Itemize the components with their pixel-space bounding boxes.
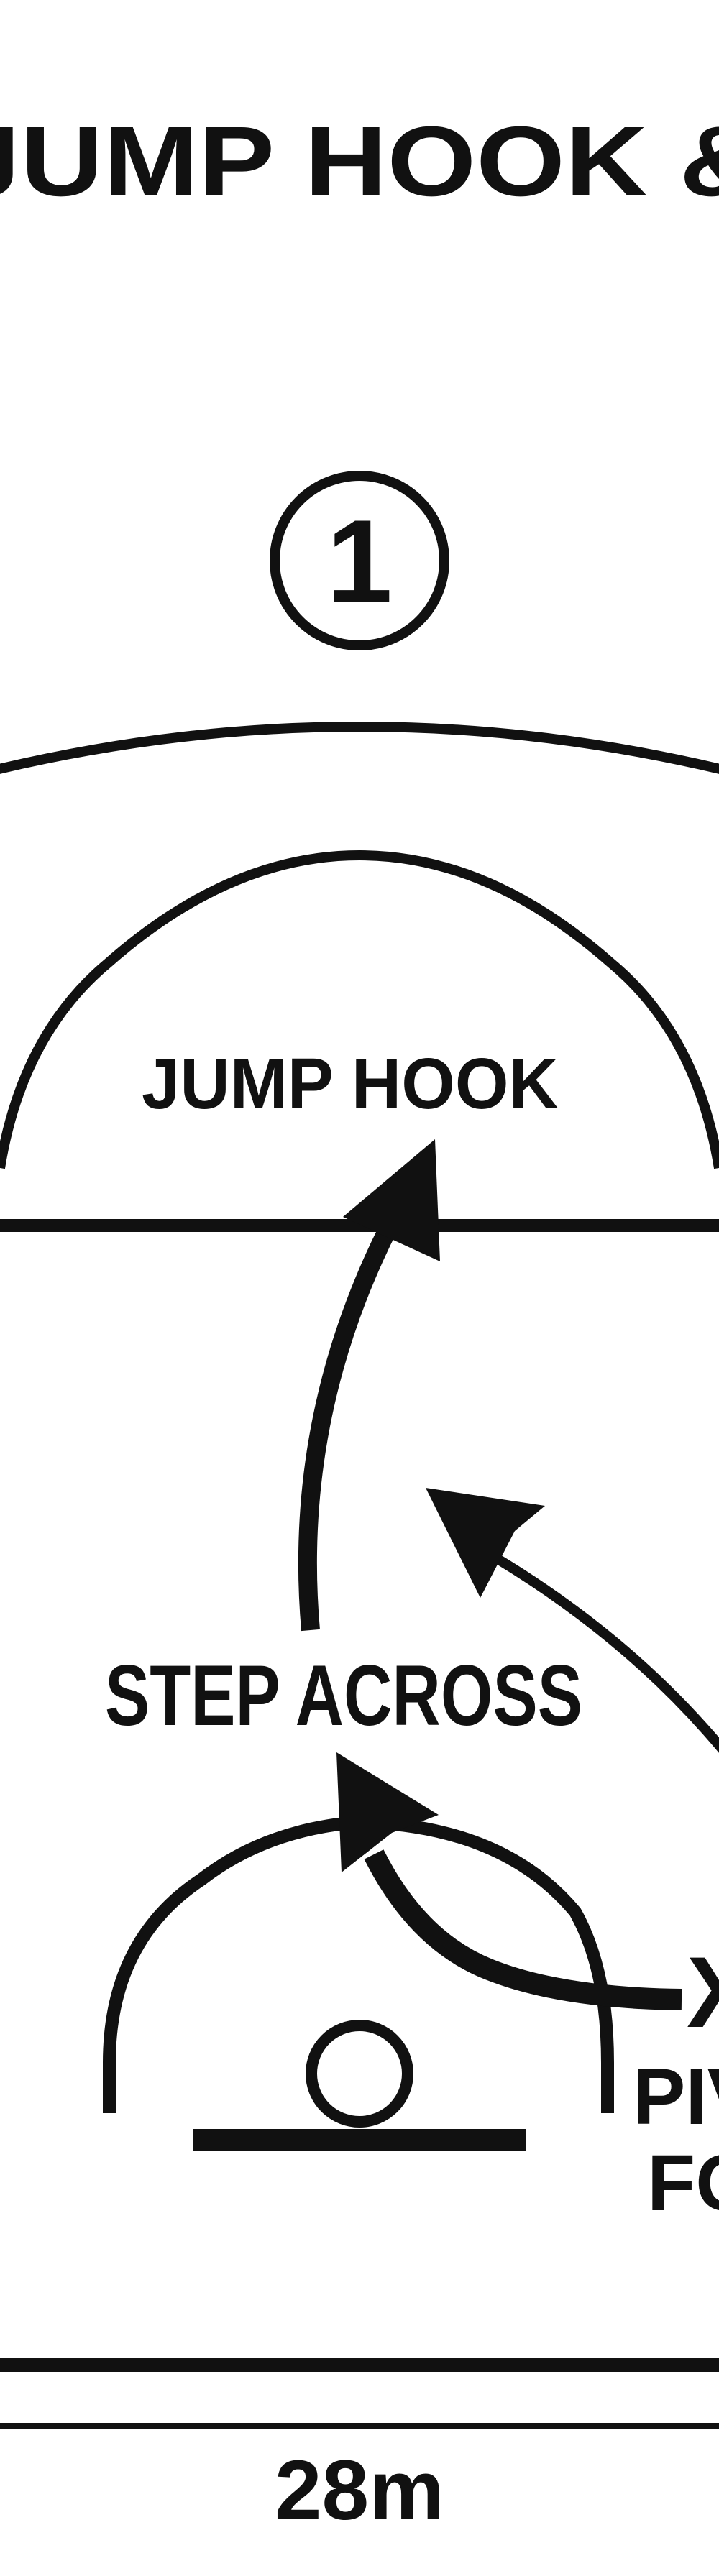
jump-hook-label: JUMP HOOK xyxy=(142,1044,559,1124)
free-throw-semicircle xyxy=(0,850,719,1169)
restricted-area-arc xyxy=(103,1815,614,2113)
pivot-arrow-shaft xyxy=(364,1849,682,2010)
jump-hook-arrow-head xyxy=(343,1139,440,1261)
step-number-badge: 1 xyxy=(270,471,449,650)
pivot-foot-label-line2: FO xyxy=(647,2139,719,2227)
pivot-foot-label-line1: PIV xyxy=(633,2053,719,2141)
step-across-label: STEP ACROSS xyxy=(105,1647,582,1744)
drive-arrow xyxy=(426,1488,719,1753)
drive-arrow-head xyxy=(426,1488,545,1598)
step-number: 1 xyxy=(326,495,393,627)
step-number-circle xyxy=(270,471,449,650)
measurement-label: 28m xyxy=(275,2443,444,2538)
three-point-arc xyxy=(0,722,719,774)
diagram-title: JUMP HOOK & xyxy=(0,106,719,217)
jump-hook-arrow xyxy=(298,1139,440,1632)
basket-rim xyxy=(306,2020,413,2128)
pivot-arrow xyxy=(336,1752,682,2010)
player-x-mark: X xyxy=(687,1936,719,2048)
pivot-arrow-head xyxy=(336,1752,439,1872)
drive-arrow-shaft xyxy=(472,1540,719,1753)
jump-hook-arrow-shaft xyxy=(298,1202,408,1632)
